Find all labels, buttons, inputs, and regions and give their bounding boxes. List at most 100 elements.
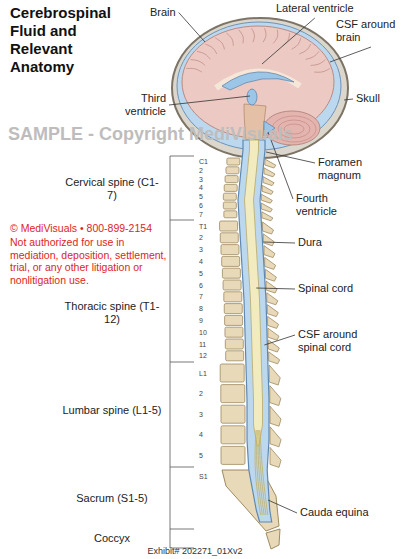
region-label: Lumbar spine (L1-5) — [62, 404, 162, 417]
part-label: Brain — [150, 6, 176, 19]
part-label: CSF around spinal cord — [298, 328, 370, 354]
spinous-process — [265, 159, 276, 168]
vertebra-number: 8 — [199, 305, 203, 312]
vertebral-body — [225, 339, 243, 349]
vertebra-number: 4 — [199, 184, 203, 191]
spinous-process — [268, 316, 279, 328]
vertebra-number: 5 — [199, 193, 203, 200]
part-label: Dura — [298, 236, 322, 249]
vertebra-number: 4 — [199, 258, 203, 265]
brain-fold — [239, 30, 244, 44]
usage-notice: Not authorized for use in mediation, dep… — [10, 236, 168, 286]
vertebral-body — [222, 268, 240, 278]
vertebral-body — [221, 385, 245, 403]
vertebra-number: 9 — [199, 317, 203, 324]
spinous-process — [270, 406, 281, 426]
brain-fold — [197, 51, 210, 59]
spinous-process — [267, 305, 278, 317]
nerve-root — [260, 430, 268, 515]
vertebral-body — [224, 292, 242, 302]
vertebral-body — [224, 211, 237, 218]
leader-line — [264, 335, 295, 345]
brain-fold — [191, 60, 206, 66]
vertebral-body — [224, 184, 237, 191]
coccyx — [266, 529, 280, 549]
bracket-line — [170, 156, 171, 548]
vertebra-number: 7 — [199, 211, 203, 218]
spinous-process — [270, 447, 281, 467]
leader-line — [344, 99, 353, 100]
leader-line — [268, 500, 297, 513]
vertebra-number: 11 — [199, 341, 206, 348]
spinous-process — [269, 352, 280, 364]
vertebral-body — [221, 405, 245, 423]
brain-fold — [306, 51, 319, 59]
brain-fold — [186, 68, 201, 72]
part-label: Fourth ventricle — [296, 192, 358, 218]
exhibit-number: Exhibit# 202271_01Xv2 — [140, 546, 250, 557]
bracket-tick — [170, 467, 194, 468]
third-ventricle — [247, 89, 257, 105]
bracket-tick — [170, 362, 194, 363]
part-label: CSF around brain — [336, 18, 406, 44]
leader-line — [330, 47, 371, 62]
region-label: Thoracic spine (T1-12) — [62, 300, 162, 326]
vertebra-number: L1 — [199, 370, 207, 377]
vertebra-number: 2 — [199, 167, 203, 174]
vertebral-body — [223, 193, 236, 200]
region-label: Cervical spine (C1-7) — [62, 176, 162, 202]
vertebral-body — [221, 426, 245, 444]
vertebral-body — [222, 256, 240, 266]
vertebra-number: 6 — [199, 282, 203, 289]
part-label: Third ventricle — [108, 92, 166, 118]
vertebra-number: S1 — [199, 473, 208, 480]
brain-fold — [291, 38, 300, 49]
leader-line — [262, 18, 315, 64]
vertebral-body — [225, 315, 243, 325]
spinous-process — [263, 177, 274, 186]
brain-fold — [251, 28, 254, 42]
spinous-process — [263, 234, 274, 246]
leader-line — [179, 13, 205, 43]
vertebra-number: 10 — [199, 329, 207, 336]
vertebra-number: C1 — [199, 158, 208, 165]
vertebra-number: 3 — [199, 246, 203, 253]
vertebra-number: 5 — [199, 452, 203, 459]
brain-fold — [226, 33, 233, 46]
region-label: Sacrum (S1-5) — [62, 492, 162, 505]
vertebral-body — [226, 167, 239, 174]
vertebra-number: 2 — [199, 234, 203, 241]
spinous-process — [263, 222, 274, 234]
bracket-tick — [170, 156, 194, 157]
brain-fold — [299, 44, 310, 54]
leader-line — [256, 288, 295, 289]
vertebral-body — [220, 233, 238, 243]
brain-fold — [283, 33, 290, 46]
vertebra-number: 2 — [199, 390, 203, 397]
leader-line — [169, 96, 250, 105]
brain-fold — [273, 30, 278, 44]
region-brackets — [170, 156, 194, 548]
spinous-process — [270, 427, 281, 447]
vertebral-body — [220, 221, 238, 231]
vertebral-body — [223, 280, 241, 290]
spinous-process — [261, 203, 272, 212]
lateral-ventricle — [222, 72, 294, 90]
part-label: Foramen magnum — [318, 156, 380, 182]
region-label: Coccyx — [62, 532, 162, 545]
cauda-equina-roots — [255, 430, 268, 515]
vertebral-body — [225, 176, 238, 183]
spinal-cord — [245, 140, 263, 446]
spinous-process — [269, 365, 280, 385]
vertebra-number: 12 — [199, 352, 207, 359]
vertebral-body — [224, 304, 242, 314]
title: Cerebrospinal Fluid and Relevant Anatomy — [10, 4, 128, 76]
leader-line — [264, 242, 295, 243]
spinous-process — [270, 386, 281, 406]
spinous-process — [268, 328, 279, 340]
vertebral-body — [226, 351, 244, 361]
spinous-process — [267, 293, 278, 305]
brain-fold — [314, 69, 329, 73]
